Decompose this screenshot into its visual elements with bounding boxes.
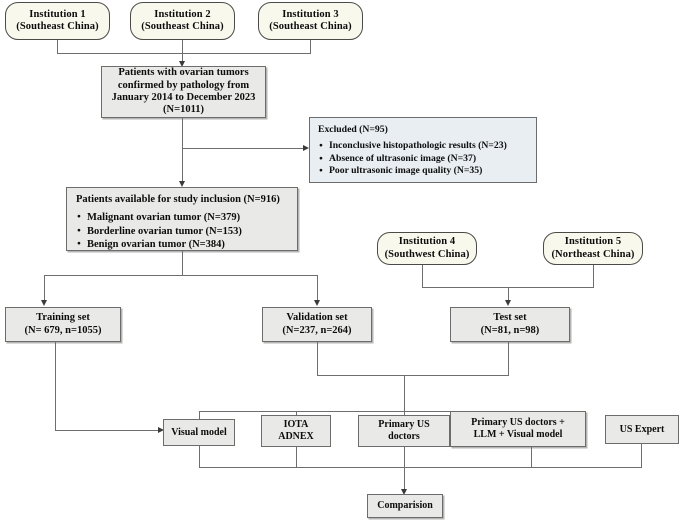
connector-cohort-split-bar [44,275,318,277]
institution-1-region: (Southeast China) [16,21,99,32]
connector-iota-out [296,447,298,467]
node-primary-us-doctors[interactable]: Primary US doctors [358,415,450,447]
connector-enrolled-down [182,118,184,183]
connector-merge-down [404,375,406,412]
node-comparison[interactable]: Comparision [367,494,443,518]
node-available-patients[interactable]: Patients available for study inclusion (… [66,187,298,251]
connector-training-down [55,342,57,431]
available-breakdown: Borderline ovarian tumor (N=153) [77,225,242,238]
connector-inst3-down [310,40,312,53]
node-visual-model[interactable]: Visual model [163,419,235,446]
institution-2-region: (Southeast China) [141,21,224,32]
connector-inst5-down [593,265,595,287]
iota-adnex-line-1: IOTA [283,419,309,431]
arrow-into-excluded [303,145,309,151]
institution-4-name: Institution 4 [398,236,456,248]
node-iota-adnex[interactable]: IOTA ADNEX [261,415,331,447]
node-institution-2[interactable]: Institution 2 (Southeast China) [130,2,235,40]
connector-inst2-down [182,40,184,63]
connector-training-to-visual-model [55,430,159,432]
connector-inst1-down [57,40,59,53]
excluded-reason: Absence of ultrasonic image (N=37) [319,153,507,166]
connector-primary-llm-out [531,447,533,467]
node-training-set[interactable]: Training set (N= 679, n=1055) [5,307,121,342]
enrolled-line-4: (N=1011) [163,104,204,116]
enrolled-line-2: confirmed by pathology from [117,79,250,91]
connector-into-comparison [404,467,406,491]
connector-inst-merge-bar [57,53,311,55]
arrow-into-validation [314,300,320,306]
arrow-into-enrolled [179,61,185,67]
node-us-expert[interactable]: US Expert [605,415,679,444]
node-institution-4[interactable]: Institution 4 (Southwest China) [377,232,477,265]
available-breakdown: Malignant ovarian tumor (N=379) [77,211,242,224]
node-primary-llm-visual[interactable]: Primary US doctors + LLM + Visual model [450,411,586,447]
validation-set-counts: (N=237, n=264) [282,324,352,336]
institution-5-region: (Northeast China) [551,248,635,260]
node-test-set[interactable]: Test set (N=81, n=98) [450,307,570,342]
training-set-label: Training set [36,312,90,324]
comparison-label: Comparision [377,500,433,512]
institution-5-name: Institution 5 [564,236,622,248]
enrolled-line-3: January 2014 to December 2023 [111,92,256,103]
arrow-into-training [41,300,47,306]
excluded-reason-list: Inconclusive histopathologic results (N=… [318,140,507,178]
test-set-label: Test set [493,312,527,324]
connector-to-training [44,275,46,301]
connector-valtest-merge-bar [317,375,509,377]
visual-model-line-1: Visual model [171,426,227,438]
connector-visual-model-out [199,446,201,467]
arrow-into-test [505,300,511,306]
connector-to-excluded [182,148,304,150]
connector-evaluator-distribution-bar [199,411,561,413]
node-institution-1[interactable]: Institution 1 (Southeast China) [5,2,110,40]
connector-comparison-merge-bar [199,467,642,469]
connector-drop-visual-model [199,411,201,421]
available-title: Patients available for study inclusion (… [76,194,280,205]
node-institution-5[interactable]: Institution 5 (Northeast China) [543,232,643,265]
arrow-into-visual-model [158,427,164,433]
institution-1-name: Institution 1 [29,8,86,20]
connector-test-down [508,342,510,376]
connector-inst4-down [422,265,424,287]
connector-primary-us-out [404,447,406,467]
test-set-counts: (N=81, n=98) [480,324,540,336]
node-enrolled-patients[interactable]: Patients with ovarian tumors confirmed b… [101,66,266,118]
iota-adnex-line-2: ADNEX [278,431,314,442]
institution-3-region: (Southeast China) [269,21,352,32]
institution-2-name: Institution 2 [154,8,211,20]
primary-llm-line-1: Primary US doctors + [471,417,565,429]
excluded-title: Excluded (N=95) [318,124,388,135]
node-validation-set[interactable]: Validation set (N=237, n=264) [262,307,372,342]
primary-llm-line-2: LLM + Visual model [473,429,563,440]
primary-us-line-2: doctors [388,431,420,442]
node-institution-3[interactable]: Institution 3 (Southeast China) [258,2,363,40]
primary-us-line-1: Primary US [378,419,430,431]
enrolled-line-1: Patients with ovarian tumors [118,67,249,79]
connector-to-test [508,287,510,301]
institution-4-region: (Southwest China) [384,248,470,260]
arrow-into-available [179,181,185,187]
available-breakdown: Benign ovarian tumor (N=384) [77,238,242,251]
validation-set-label: Validation set [286,312,348,324]
node-excluded[interactable]: Excluded (N=95) Inconclusive histopathol… [309,117,537,183]
institution-3-name: Institution 3 [282,8,339,20]
available-breakdown-list: Malignant ovarian tumor (N=379) Borderli… [76,211,242,251]
connector-to-validation [317,275,319,301]
connector-us-expert-out [641,444,643,467]
connector-validation-down [317,342,319,376]
arrow-into-comparison [401,489,407,495]
excluded-reason: Poor ultrasonic image quality (N=35) [319,165,507,178]
training-set-counts: (N= 679, n=1055) [24,324,102,336]
excluded-reason: Inconclusive histopathologic results (N=… [319,140,507,153]
connector-available-down [182,251,184,275]
us-expert-line-1: US Expert [619,423,665,435]
